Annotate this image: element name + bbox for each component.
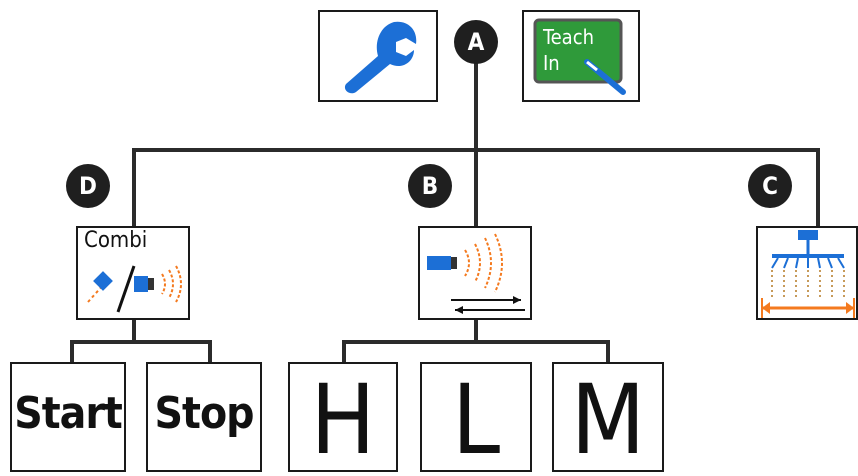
connector-line (474, 50, 478, 150)
connector-line (208, 340, 212, 364)
stop-label: Stop (154, 388, 255, 439)
marker-d: D (66, 164, 110, 208)
marker-a: A (454, 20, 498, 64)
settings-button[interactable] (318, 10, 438, 102)
connector-line (606, 340, 610, 364)
teach-in-line2: In (543, 51, 560, 75)
marker-b: B (408, 164, 452, 208)
boom-width-icon (758, 228, 858, 318)
combi-label: Combi (84, 228, 148, 253)
h-button[interactable]: H (288, 362, 398, 472)
connector-line (342, 340, 610, 344)
start-button[interactable]: Start (10, 362, 126, 472)
connector-line (70, 340, 212, 344)
h-label: H (310, 364, 376, 476)
teach-in-button[interactable]: Teach In (522, 10, 640, 102)
marker-c: C (748, 164, 792, 208)
sprayer-direction-icon (421, 230, 529, 316)
wrench-icon (330, 16, 426, 96)
connector-line (70, 340, 74, 364)
combi-spray-icon (82, 258, 186, 316)
connector-line (342, 340, 346, 364)
connector-line (132, 148, 136, 228)
l-button[interactable]: L (420, 362, 532, 472)
teach-in-line1: Teach (542, 25, 594, 49)
teach-in-icon: Teach In (531, 16, 631, 96)
spray-direction-button[interactable] (418, 226, 532, 320)
connector-line (816, 148, 820, 228)
m-button[interactable]: M (552, 362, 664, 472)
boom-width-button[interactable] (756, 226, 858, 320)
combi-button[interactable]: Combi (76, 226, 190, 320)
stop-button[interactable]: Stop (146, 362, 262, 472)
connector-line (474, 318, 478, 342)
connector-line (132, 318, 136, 342)
m-label: M (570, 364, 646, 476)
l-label: L (451, 364, 501, 476)
start-label: Start (14, 388, 123, 439)
connector-line (474, 148, 478, 228)
